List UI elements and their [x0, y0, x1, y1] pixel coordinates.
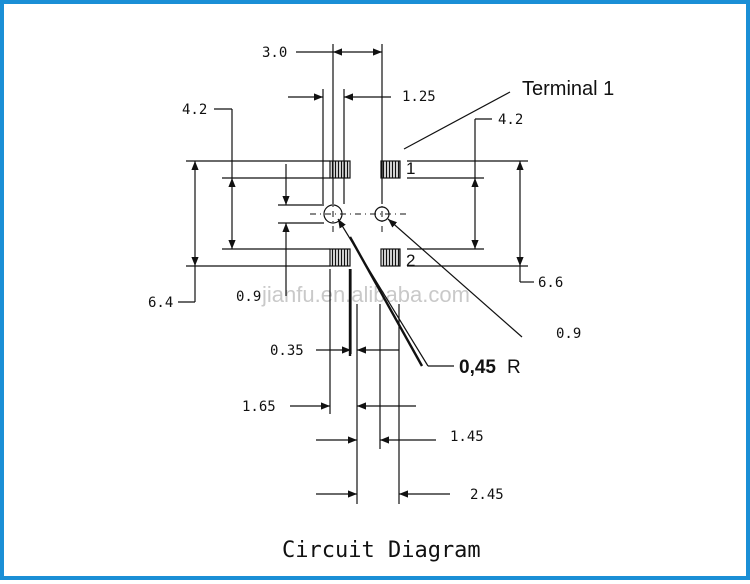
dim-1-45: 1.45 — [450, 429, 484, 445]
watermark-text: jianfu.en.alibaba.com — [261, 282, 470, 307]
dim-6-4: 6.4 — [148, 295, 173, 311]
dim-0-9-left: 0.9 — [236, 289, 261, 305]
dim-1-65: 1.65 — [242, 399, 276, 415]
dim-3-0: 3.0 — [262, 45, 287, 61]
dim-0-35: 0.35 — [270, 343, 304, 359]
dim-0-9-right: 0.9 — [556, 326, 581, 342]
pad-bottom-left — [329, 248, 351, 267]
pin-1-label: 1 — [406, 159, 415, 178]
circuit-drawing: jianfu.en.alibaba.com 3.0 1.25 6.4 4.2 0… — [148, 44, 614, 563]
radius-unit: R — [507, 357, 521, 378]
dim-2-45: 2.45 — [470, 487, 504, 503]
terminal-1-label: Terminal 1 — [522, 78, 614, 100]
dim-4-2-left: 4.2 — [182, 102, 207, 118]
pad-top-left — [329, 160, 351, 179]
pad-bottom-right-terminal-2 — [380, 248, 401, 267]
dim-1-25: 1.25 — [402, 89, 436, 105]
pin-2-label: 2 — [406, 251, 415, 270]
diagram-caption: Circuit Diagram — [282, 538, 481, 563]
radius-value: 0,45 — [459, 357, 496, 378]
pad-top-right-terminal-1 — [380, 160, 401, 179]
dim-4-2-right: 4.2 — [498, 112, 523, 128]
dim-6-6: 6.6 — [538, 275, 563, 291]
